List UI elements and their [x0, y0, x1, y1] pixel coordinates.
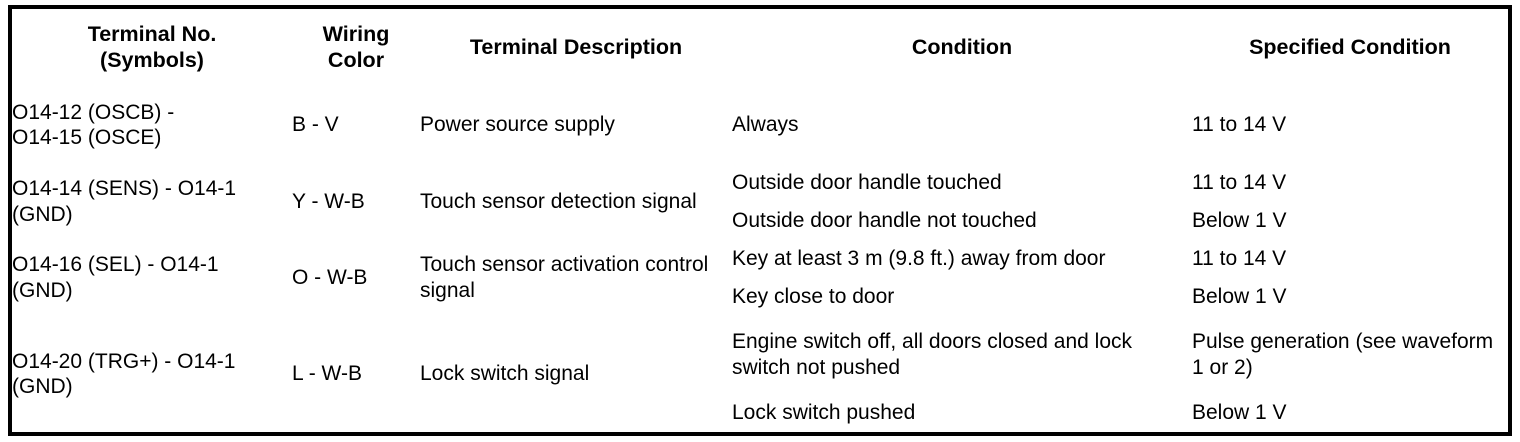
cell-terminal-no: O14-12 (OSCB) - O14-15 (OSCE)	[10, 87, 292, 163]
terminal-no-line2: (GND)	[12, 375, 73, 399]
table-row: O14-16 (SEL) - O14-1 (GND) O - W-B Touch…	[10, 240, 1510, 302]
cell-wiring-color: L - W-B	[292, 362, 363, 386]
terminal-inspection-table: Terminal No. (Symbols) Wiring Color Term…	[8, 5, 1512, 436]
table-row: Lock switch pushed Below 1 V	[10, 393, 1510, 434]
column-header-condition: Condition	[911, 35, 1013, 60]
table-row: O14-14 (SENS) - O14-1 (GND) Y - W-B Touc…	[10, 163, 1510, 226]
cell-wiring-color: Y - W-B	[292, 189, 365, 213]
cell-wiring-color: O - W-B	[292, 266, 368, 290]
cell-condition: Lock switch pushed	[732, 400, 916, 424]
column-header-terminal-no-line2: (Symbols)	[100, 47, 204, 72]
column-header-terminal-no: Terminal No. (Symbols)	[10, 7, 292, 87]
terminal-no-line1: O14-12 (OSCB) -	[12, 100, 175, 124]
cell-terminal-description: Touch sensor activation control signal	[420, 253, 709, 303]
cell-condition: Engine switch off, all doors closed and …	[732, 329, 1133, 379]
terminal-no-line2: (GND)	[12, 279, 73, 303]
table-row: O14-12 (OSCB) - O14-15 (OSCE) B - V Powe…	[10, 87, 1510, 163]
terminal-no-line2: O14-15 (OSCE)	[12, 126, 162, 150]
terminal-no-line1: O14-20 (TRG+) - O14-1	[12, 349, 236, 373]
cell-terminal-description: Touch sensor detection signal	[420, 189, 697, 213]
cell-condition: Outside door handle touched	[732, 170, 1002, 194]
cell-specified-condition: Below 1 V	[1192, 400, 1287, 424]
column-header-terminal-no-line1: Terminal No.	[87, 22, 217, 47]
cell-specified-condition: 11 to 14 V	[1192, 247, 1287, 271]
column-header-wiring-color-line1: Wiring	[322, 22, 390, 47]
cell-condition: Always	[732, 113, 799, 137]
terminal-no-line1: O14-14 (SENS) - O14-1	[12, 177, 237, 201]
table-header-row: Terminal No. (Symbols) Wiring Color Term…	[10, 7, 1510, 87]
cell-terminal-description: Power source supply	[420, 113, 615, 137]
column-header-wiring-color-line2: Color	[327, 47, 385, 72]
table-row: Outside door handle not touched Below 1 …	[10, 202, 1510, 240]
terminal-no-line2: (GND)	[12, 202, 73, 226]
cell-terminal-no: O14-14 (SENS) - O14-1 (GND)	[10, 163, 292, 239]
cell-condition: Key close to door	[732, 285, 895, 309]
cell-specified-condition: 11 to 14 V	[1192, 113, 1287, 137]
cell-specified-condition: Pulse generation (see waveform 1 or 2)	[1192, 329, 1494, 379]
cell-specified-condition: Below 1 V	[1192, 285, 1287, 309]
cell-specified-condition: Below 1 V	[1192, 208, 1287, 232]
cell-terminal-no: O14-20 (TRG+) - O14-1 (GND)	[10, 316, 292, 434]
column-header-specified-condition: Specified Condition	[1249, 35, 1451, 60]
cell-wiring-color: B - V	[292, 113, 339, 137]
column-header-terminal-description: Terminal Description	[469, 35, 683, 60]
cell-condition: Outside door handle not touched	[732, 208, 1037, 232]
terminal-no-line1: O14-16 (SEL) - O14-1	[12, 253, 219, 277]
cell-specified-condition: 11 to 14 V	[1192, 170, 1287, 194]
column-header-wiring-color: Wiring Color	[292, 7, 420, 87]
cell-terminal-description: Lock switch signal	[420, 362, 590, 386]
table-row: O14-20 (TRG+) - O14-1 (GND) L - W-B Lock…	[10, 316, 1510, 398]
table-row: Key close to door Below 1 V	[10, 278, 1510, 316]
cell-terminal-no: O14-16 (SEL) - O14-1 (GND)	[10, 240, 292, 316]
cell-condition: Key at least 3 m (9.8 ft.) away from doo…	[732, 247, 1106, 271]
